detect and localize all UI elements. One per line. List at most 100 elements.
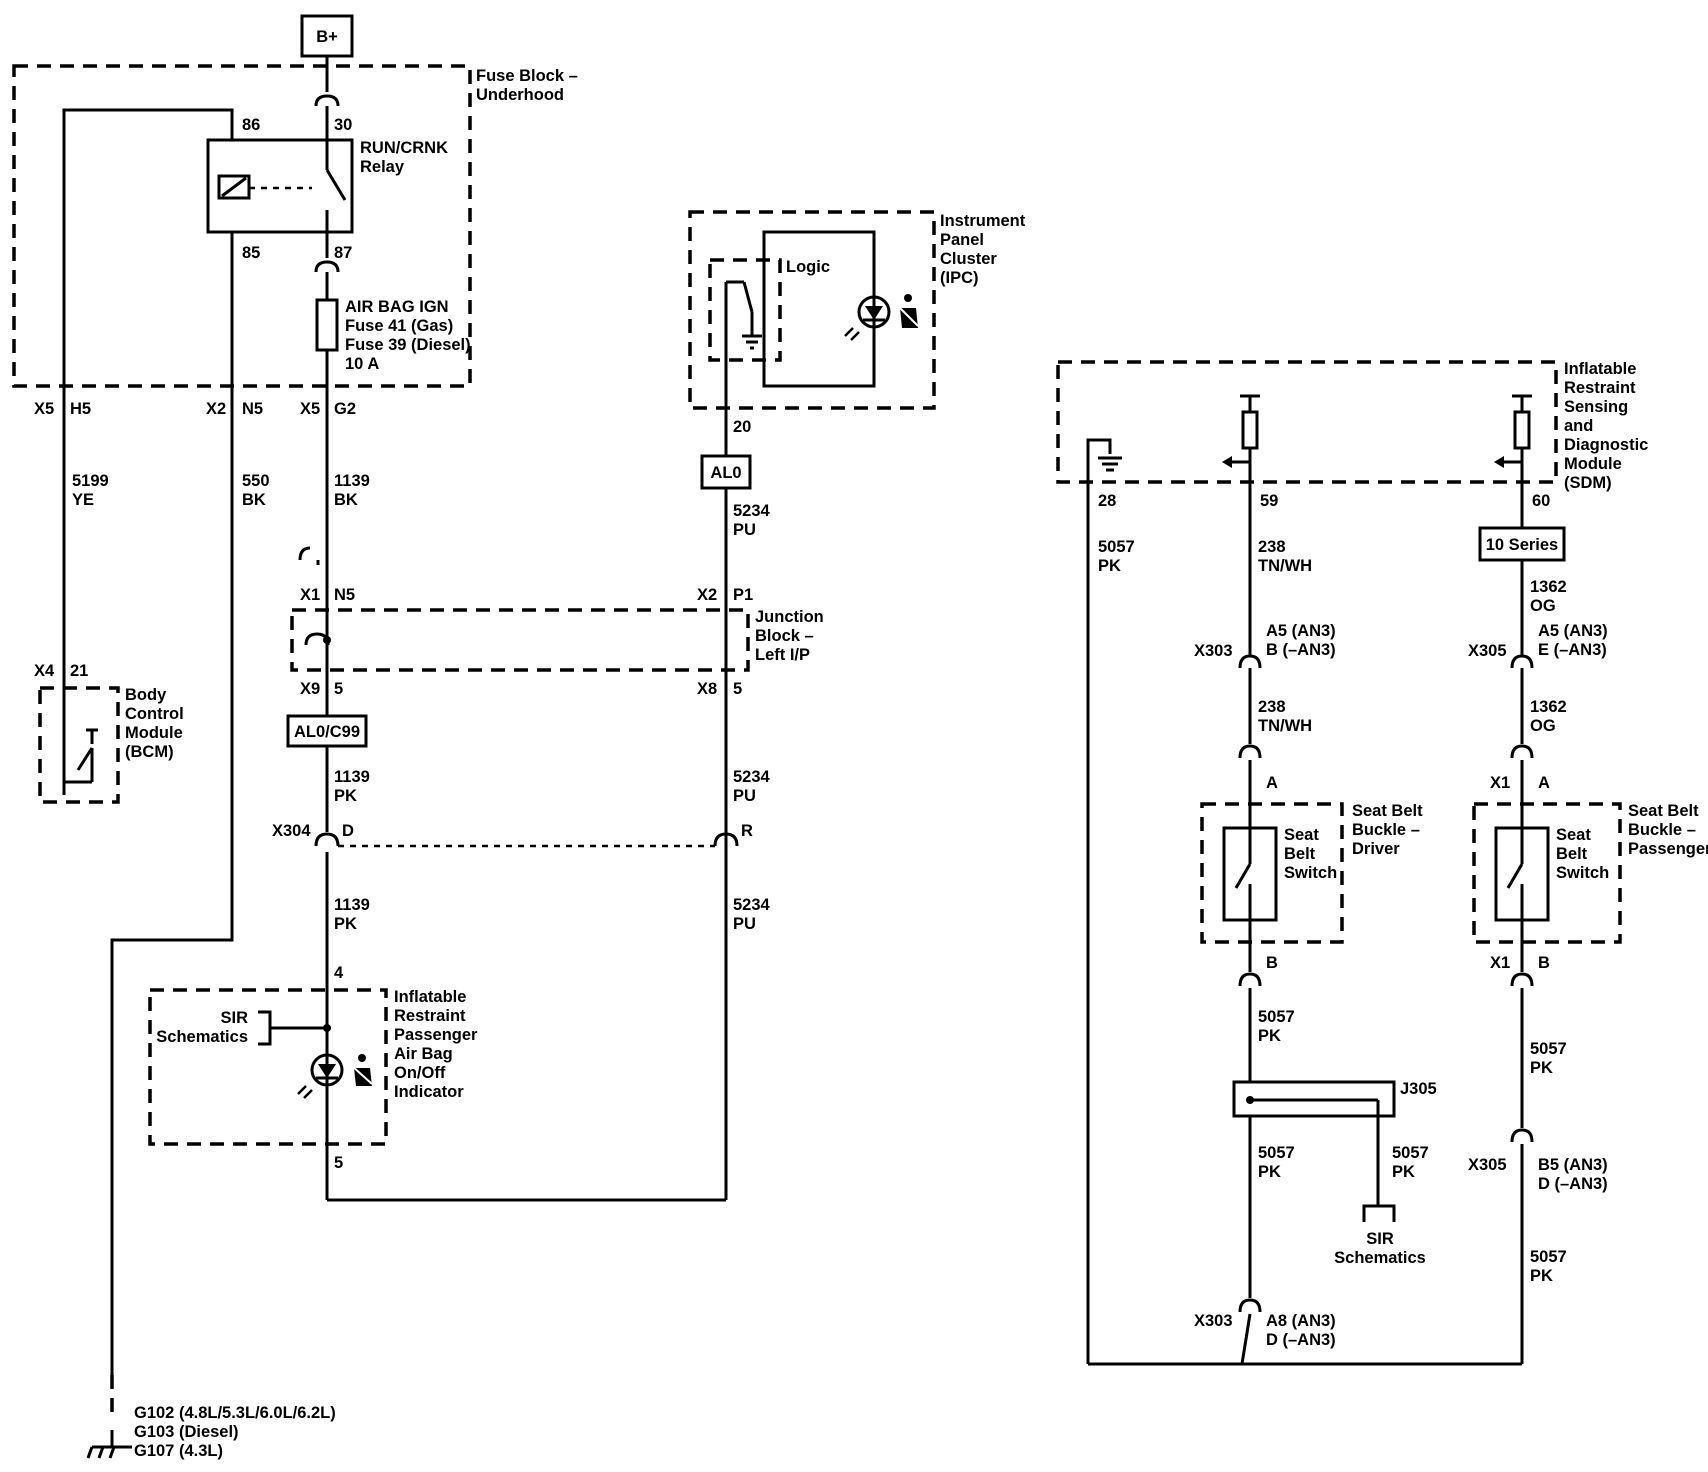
wires-w550c-label: BK xyxy=(242,491,266,509)
wires-w5199c-label: YE xyxy=(72,491,94,509)
ipc-line2-label: Panel xyxy=(940,231,984,249)
wires-w1362bc-label: OG xyxy=(1530,717,1556,735)
passenger-title2-label: Buckle – xyxy=(1628,821,1696,839)
wires-w5057cc-label: PK xyxy=(1258,1163,1281,1181)
junction-line2-label: Block – xyxy=(755,627,814,645)
passenger-sw2-label: Belt xyxy=(1556,845,1588,863)
fuse-block-fuse-line3-label: Fuse 39 (Diesel) xyxy=(345,336,471,354)
passenger-title1-label: Seat Belt xyxy=(1628,802,1699,820)
passenger-sw3-label: Switch xyxy=(1556,864,1609,882)
connector-x304: X304 D R xyxy=(272,822,753,1200)
sdm-line5-label: Diagnostic xyxy=(1564,436,1648,454)
fuse-block-relay-line1-label: RUN/CRNK xyxy=(360,139,448,157)
wires-w5234cc-label: PU xyxy=(733,915,756,933)
driver-title1-label: Seat Belt xyxy=(1352,802,1423,820)
wires-w1139a-label: 1139 xyxy=(334,472,370,490)
sdm-line3-label: Sensing xyxy=(1564,398,1628,416)
ground-symbol-icon xyxy=(86,1430,132,1459)
wires-w5057d-label: 5057 xyxy=(1392,1144,1429,1162)
junction-line3-label: Left I/P xyxy=(755,646,810,664)
junction-x8-label: X8 xyxy=(697,680,717,698)
driver-sw1-label: Seat xyxy=(1284,826,1319,844)
fuse-block-conn-x5-label: X5 xyxy=(34,400,54,418)
indicator-sir1-label: SIR xyxy=(220,1009,248,1027)
driver-splice-label: J305 xyxy=(1400,1080,1437,1098)
fuse-block-pin-86-label: 86 xyxy=(242,116,260,134)
fuse-block-conn-n5-label: N5 xyxy=(242,400,263,418)
ipc-led-icon xyxy=(857,295,891,329)
junction-option-label: AL0/C99 xyxy=(294,723,360,741)
wire-5199: 5199 YE xyxy=(62,108,234,795)
driver-a8-1-label: A8 (AN3) xyxy=(1266,1312,1336,1330)
junction-p5a-label: 5 xyxy=(334,680,343,698)
driver-pin-b-label: B xyxy=(1266,954,1278,972)
passenger-pin-b-label: B xyxy=(1538,954,1550,972)
wires-w5057e-label: 5057 xyxy=(1530,1040,1567,1058)
wires-w5057ec-label: PK xyxy=(1530,1059,1553,1077)
junction-p5b-label: 5 xyxy=(733,680,742,698)
fuse-icon xyxy=(315,298,339,352)
x304-d-label: D xyxy=(342,822,354,840)
fuse-block-underhood: Fuse Block – Underhood RUN/CRNK Relay 86… xyxy=(12,64,578,418)
wires-w238ac-label: TN/WH xyxy=(1258,557,1312,575)
sdm-pin59-label: 59 xyxy=(1260,492,1278,510)
ipc-line3-label: Cluster xyxy=(940,250,997,268)
sdm-series-label: 10 Series xyxy=(1486,536,1558,554)
fuse-block-relay-line2-label: Relay xyxy=(360,158,405,176)
ground-label-1: G102 (4.8L/5.3L/6.0L/6.2L) xyxy=(134,1404,336,1422)
passenger-x305-label: X305 xyxy=(1468,642,1507,660)
wires-w1139c-label: 1139 xyxy=(334,896,370,914)
wires-w5057ac-label: PK xyxy=(1098,557,1121,575)
indicator-line4-label: Air Bag xyxy=(394,1045,453,1063)
wires-w5057bc-label: PK xyxy=(1258,1027,1281,1045)
wires-w550-label: 550 xyxy=(242,472,270,490)
wires-w1139b-label: 1139 xyxy=(334,768,370,786)
fuse-block-fuse-line2-label: Fuse 41 (Gas) xyxy=(345,317,453,335)
wires-w5234a-label: 5234 xyxy=(733,502,771,520)
driver-pin-a-label: A xyxy=(1266,774,1278,792)
passenger-x1b-label: X1 xyxy=(1490,954,1510,972)
wires-w5057dc-label: PK xyxy=(1392,1163,1415,1181)
fuse-block-pin-30-label: 30 xyxy=(334,116,352,134)
led-icon xyxy=(310,1053,344,1087)
seat-belt-icon xyxy=(351,1054,373,1086)
wires-w238b-label: 238 xyxy=(1258,698,1286,716)
sdm-pin60-label: 60 xyxy=(1532,492,1550,510)
passenger-title3-label: Passenger xyxy=(1628,840,1708,858)
ipc-seat-belt-icon xyxy=(897,294,919,328)
x304-r-label: R xyxy=(741,822,753,840)
sdm-line4-label: and xyxy=(1564,417,1593,435)
wire-550: 550 BK xyxy=(110,232,270,1415)
fuse-block-title-line2-label: Underhood xyxy=(476,86,564,104)
wires-w1139bc-label: PK xyxy=(334,787,357,805)
wires-w1139cc-label: PK xyxy=(334,915,357,933)
b-plus-feed-wire xyxy=(314,56,340,545)
bcm-switch-icon xyxy=(76,747,94,771)
fuse-block-pin-85-label: 85 xyxy=(242,244,260,262)
wires-w238bc-label: TN/WH xyxy=(1258,717,1312,735)
wires-w1362a-label: 1362 xyxy=(1530,578,1567,596)
junction-x2-label: X2 xyxy=(697,586,717,604)
sdm-line1-label: Inflatable xyxy=(1564,360,1636,378)
driver-sw3-label: Switch xyxy=(1284,864,1337,882)
indicator-line6-label: Indicator xyxy=(394,1083,464,1101)
wires-w238a-label: 238 xyxy=(1258,538,1286,556)
ipc-line4-label: (IPC) xyxy=(940,269,979,287)
passenger-airbag-indicator: 4 5 SIR Schematics Inflatable Restraint … xyxy=(148,964,478,1172)
driver-seat-belt-circuit: 238 TN/WH X303 A5 (AN3) B (–AN3) 238 TN/… xyxy=(1194,470,1437,1365)
wires-w5057a-label: 5057 xyxy=(1098,538,1135,556)
indicator-line3-label: Passenger xyxy=(394,1026,478,1044)
wires-w5234b-label: 5234 xyxy=(733,768,771,786)
driver-x303-label: X303 xyxy=(1194,642,1233,660)
driver-a8-2-label: D (–AN3) xyxy=(1266,1331,1336,1349)
fuse-block-conn-h5-label: H5 xyxy=(70,400,91,418)
sdm-line2-label: Restraint xyxy=(1564,379,1636,397)
sdm-line6-label: Module xyxy=(1564,455,1622,473)
driver-x303b-label: X303 xyxy=(1194,1312,1233,1330)
x304-conn-label: X304 xyxy=(272,822,311,840)
ipc-line1-label: Instrument xyxy=(940,212,1026,230)
fuse-block-fuse-line4-label: 10 A xyxy=(345,355,379,373)
wires-w1362b-label: 1362 xyxy=(1530,698,1567,716)
driver-switch-icon xyxy=(1234,863,1252,889)
bcm-pin-label: 21 xyxy=(70,662,88,680)
